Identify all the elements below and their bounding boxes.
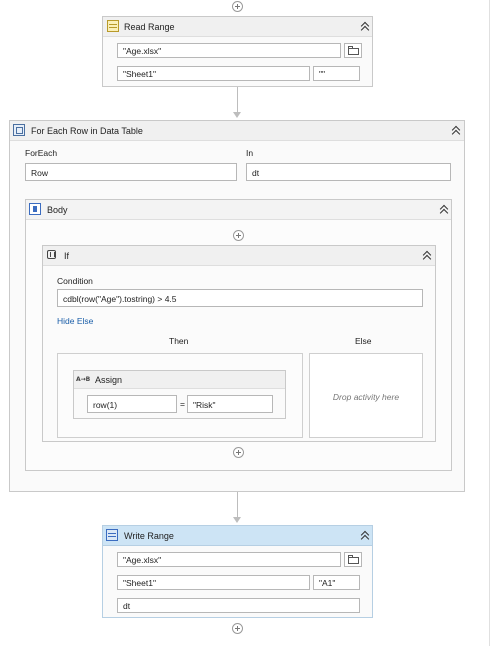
assign-to-input[interactable]: row(1): [87, 395, 177, 413]
write-range-header[interactable]: Write Range: [103, 526, 372, 546]
sequence-body-icon: [29, 203, 41, 215]
if-title: If: [64, 251, 70, 261]
foreach-label: ForEach: [25, 148, 58, 158]
write-range-startcell-input[interactable]: "A1": [313, 575, 360, 590]
read-range-range-input[interactable]: "": [313, 66, 360, 81]
canvas-edge: [489, 0, 490, 646]
write-range-icon: [106, 529, 118, 541]
write-range-workbook-input[interactable]: "Age.xlsx": [117, 552, 341, 567]
folder-icon[interactable]: [344, 43, 362, 58]
assign-icon: A→B: [76, 376, 91, 383]
read-range-title: Read Range: [124, 22, 175, 32]
read-range-sheet-input[interactable]: "Sheet1": [117, 66, 310, 81]
else-label: Else: [355, 336, 372, 346]
connector-arrow-icon: [233, 517, 241, 523]
connector-line: [237, 87, 238, 112]
if-header[interactable]: If: [43, 246, 435, 266]
read-range-activity[interactable]: Read Range "Age.xlsx" "Sheet1" "": [102, 16, 373, 87]
read-range-header[interactable]: Read Range: [103, 17, 372, 37]
else-drop-placeholder: Drop activity here: [332, 392, 400, 402]
write-range-datatable-input[interactable]: dt: [117, 598, 360, 613]
for-each-collapse-icon[interactable]: [451, 125, 462, 139]
for-each-row-icon: [13, 124, 25, 136]
add-activity-body-top-icon[interactable]: [233, 230, 244, 241]
else-branch[interactable]: Drop activity here: [309, 353, 423, 438]
in-datatable-input[interactable]: dt: [246, 163, 451, 181]
write-range-title: Write Range: [124, 531, 174, 541]
for-each-header[interactable]: For Each Row in Data Table: [10, 121, 464, 141]
add-activity-body-bottom-icon[interactable]: [233, 447, 244, 458]
write-range-sheet-input[interactable]: "Sheet1": [117, 575, 310, 590]
body-header[interactable]: Body: [26, 200, 451, 220]
body-title: Body: [47, 205, 68, 215]
then-branch[interactable]: A→B Assign row(1) = "Risk": [57, 353, 303, 438]
in-label: In: [246, 148, 254, 158]
read-range-collapse-icon[interactable]: [360, 21, 371, 35]
excel-table-icon: [107, 20, 119, 32]
add-activity-bottom-icon[interactable]: [232, 623, 243, 634]
folder-icon[interactable]: [344, 552, 362, 567]
assign-title: Assign: [95, 375, 123, 385]
foreach-variable-input[interactable]: Row: [25, 163, 237, 181]
assign-activity[interactable]: A→B Assign row(1) = "Risk": [73, 370, 286, 419]
then-label: Then: [169, 336, 189, 346]
if-activity[interactable]: If Condition cdbl(row("Age").tostring) >…: [42, 245, 436, 442]
write-range-collapse-icon[interactable]: [360, 530, 371, 544]
if-decision-icon: [46, 249, 58, 261]
assign-value-input[interactable]: "Risk": [187, 395, 273, 413]
add-activity-top-icon[interactable]: [232, 1, 243, 12]
body-sequence[interactable]: Body If Condition cdbl(row("Age").tostri…: [25, 199, 452, 471]
hide-else-link[interactable]: Hide Else: [57, 316, 94, 326]
for-each-title: For Each Row in Data Table: [31, 126, 143, 136]
assign-header[interactable]: A→B Assign: [74, 371, 285, 389]
assign-operator: =: [180, 399, 185, 409]
write-range-activity[interactable]: Write Range "Age.xlsx" "Sheet1" "A1" dt: [102, 525, 373, 618]
connector-line: [237, 492, 238, 517]
read-range-workbook-input[interactable]: "Age.xlsx": [117, 43, 341, 58]
body-collapse-icon[interactable]: [439, 204, 450, 218]
for-each-row-activity[interactable]: For Each Row in Data Table ForEach Row I…: [9, 120, 465, 492]
connector-arrow-icon: [233, 112, 241, 118]
condition-input[interactable]: cdbl(row("Age").tostring) > 4.5: [57, 289, 423, 307]
condition-label: Condition: [57, 276, 93, 286]
if-collapse-icon[interactable]: [422, 250, 433, 264]
